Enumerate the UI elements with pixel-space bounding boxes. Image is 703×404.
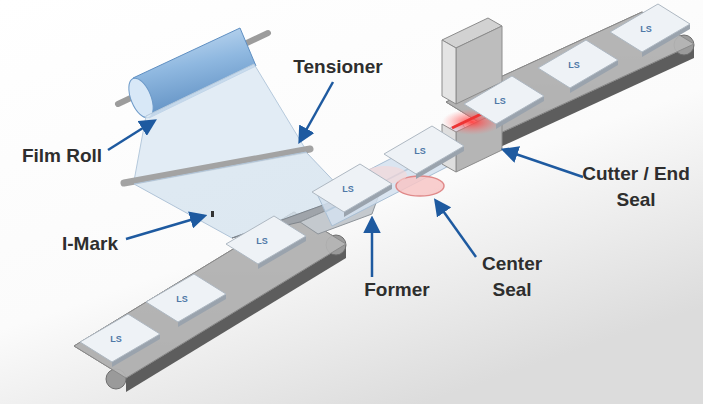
logo-mark: LS: [110, 335, 122, 344]
part-label: I-Mark: [62, 231, 118, 257]
leader-arrow: [300, 82, 333, 141]
logo-mark: LS: [640, 25, 652, 34]
part-label: Former: [364, 277, 429, 303]
part-label: Cutter / End Seal: [581, 161, 691, 212]
part-label: Center Seal: [467, 251, 557, 302]
logo-mark: LS: [494, 97, 506, 106]
machine-parts: [74, 4, 694, 392]
i-mark: [211, 211, 214, 217]
package: [80, 314, 160, 362]
package: [538, 40, 618, 88]
part-label: Tensioner: [293, 54, 382, 80]
cutter-block: [442, 40, 456, 104]
logo-mark: LS: [176, 295, 188, 304]
leader-arrow: [371, 219, 374, 277]
package: [312, 164, 392, 212]
leader-lines: [108, 82, 583, 277]
leader-arrow: [126, 216, 204, 239]
package: [226, 216, 306, 264]
package: [610, 4, 690, 52]
leader-arrow: [108, 121, 154, 150]
package: [384, 126, 464, 174]
logo-mark: LS: [342, 185, 354, 194]
logo-mark: LS: [414, 147, 426, 156]
logo-mark: LS: [568, 61, 580, 70]
package: [464, 76, 544, 124]
leader-arrow: [504, 150, 583, 177]
part-label: Film Roll: [22, 143, 102, 169]
package: [146, 274, 226, 322]
leader-arrow: [436, 201, 476, 257]
logo-mark: LS: [256, 237, 268, 246]
